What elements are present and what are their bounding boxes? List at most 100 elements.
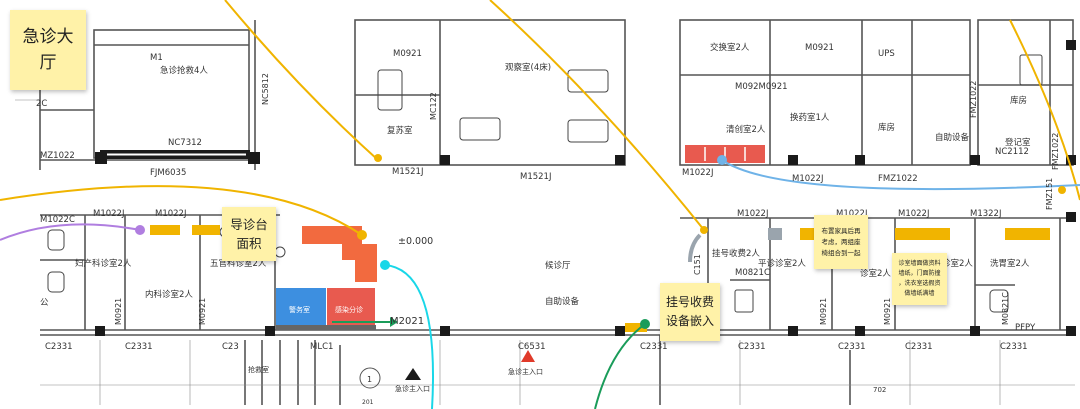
endpoint-dot bbox=[380, 260, 390, 270]
room-label: 抢救室 bbox=[248, 365, 269, 374]
window-label: C2331 bbox=[905, 342, 933, 352]
window-label: C6531 bbox=[518, 342, 546, 352]
yellow-markers bbox=[150, 225, 1050, 332]
toilet-icon bbox=[47, 271, 65, 293]
door-label: M0921 bbox=[393, 49, 422, 59]
room-label: 换药室1人 bbox=[790, 112, 830, 123]
column bbox=[788, 155, 798, 165]
path-endpoints bbox=[135, 154, 1066, 329]
sticky-note-registration[interactable]: 挂号收费 设备嵌入 bbox=[660, 283, 720, 341]
room-label: 候诊厅 bbox=[545, 260, 571, 271]
bed-icon bbox=[567, 119, 609, 143]
door-label: M1022J bbox=[898, 209, 929, 219]
window-label: C2331 bbox=[1000, 342, 1028, 352]
police-room bbox=[276, 288, 326, 328]
door-label: M1022J bbox=[737, 209, 768, 219]
column bbox=[1066, 40, 1076, 50]
door-label: FMZ151 bbox=[1045, 178, 1054, 210]
column bbox=[95, 152, 107, 164]
column bbox=[440, 326, 450, 336]
door-label: M1521J bbox=[392, 167, 423, 177]
note-line: ，洗衣室选假资 bbox=[898, 280, 941, 287]
door-label: FMZ1022 bbox=[969, 81, 978, 118]
column bbox=[1066, 155, 1076, 165]
door-label: M092M0921 bbox=[735, 82, 788, 92]
note-line: 面积 bbox=[236, 236, 262, 251]
right-top-block bbox=[679, 19, 971, 166]
window-label: C2331 bbox=[640, 342, 668, 352]
window-label: C2331 bbox=[738, 342, 766, 352]
room-label: 清创室2人 bbox=[726, 124, 766, 135]
endpoint-dot bbox=[717, 155, 727, 165]
room-label: 登记室 bbox=[1005, 137, 1031, 148]
sink-icon bbox=[274, 246, 286, 258]
column bbox=[615, 326, 625, 336]
note-line: 急诊大 bbox=[22, 27, 74, 47]
column bbox=[970, 155, 980, 165]
room-label: 自助设备 bbox=[935, 132, 970, 143]
column bbox=[855, 155, 865, 165]
endpoint-dot bbox=[700, 226, 708, 234]
bed-icon bbox=[459, 117, 501, 141]
door-label: M0921 bbox=[198, 298, 207, 325]
grid-lines bbox=[15, 99, 1075, 405]
door-label: M1022J bbox=[155, 209, 186, 219]
column bbox=[1066, 212, 1076, 222]
note-text: 急诊大 厅 bbox=[23, 24, 74, 76]
door-marker bbox=[625, 323, 647, 332]
door-marker bbox=[192, 225, 220, 235]
window-label: C2331 bbox=[45, 342, 73, 352]
room-label: 公 bbox=[40, 298, 49, 308]
room-label: 交换室2人 bbox=[710, 42, 750, 53]
door-label: M1022J bbox=[682, 168, 713, 178]
door-label: M0821C bbox=[735, 268, 770, 278]
plan-labels: 急诊抢救4人 M1 NC5812 NC7312 FJM6035 MZ1022 2… bbox=[36, 42, 1060, 406]
note-text: 挂号收费 设备嵌入 bbox=[666, 293, 714, 331]
grid-circle-marker bbox=[359, 367, 381, 389]
room-label: 洗胃室2人 bbox=[990, 258, 1030, 269]
note-text: 布置家具后再 考虑，两组座 椅组合到一起 bbox=[822, 226, 861, 259]
bed-icon bbox=[377, 69, 403, 111]
sticky-note-wall-finish[interactable]: 诊室墙面做资料 墙纸，门面防撞 ，洗衣室选假资 做墙纸满墙 bbox=[892, 253, 947, 305]
column bbox=[265, 326, 275, 336]
axis-label: 2C bbox=[36, 99, 47, 109]
entrance-label: 急诊主入口 bbox=[508, 367, 543, 376]
axis-label: 702 bbox=[873, 386, 886, 394]
room-label: 观察室(4床) bbox=[505, 62, 551, 73]
door-label: M1022J bbox=[93, 209, 124, 219]
gray-bar bbox=[768, 228, 782, 240]
door-label: MZ1022 bbox=[40, 151, 75, 161]
observation-room-outline bbox=[354, 19, 626, 166]
window-label: C2331 bbox=[125, 342, 153, 352]
room-label: 诊室2人 bbox=[860, 268, 891, 279]
elevation-label: ±0.000 bbox=[398, 236, 433, 247]
entrance-triangle-icon bbox=[521, 350, 535, 362]
door-label: M2021 bbox=[390, 316, 424, 327]
room-label: 库房 bbox=[878, 122, 895, 133]
counter-strip bbox=[276, 325, 376, 330]
yellow-flow-path-1 bbox=[224, 0, 379, 161]
room-label: 警务室 bbox=[289, 305, 310, 314]
note-line: 导诊台 bbox=[230, 217, 268, 232]
column bbox=[615, 155, 625, 165]
sticky-note-furniture[interactable]: 布置家具后再 考虑，两组座 椅组合到一起 bbox=[814, 215, 868, 269]
note-line: 厅 bbox=[39, 53, 57, 73]
door-label: M1022C bbox=[40, 215, 75, 225]
room-label: 挂号收费2人 bbox=[712, 248, 760, 259]
door-label: FMZ1022 bbox=[1051, 133, 1060, 170]
room-label: UPS bbox=[878, 49, 895, 59]
window-label: NC7312 bbox=[168, 138, 202, 148]
endpoint-dot bbox=[374, 154, 382, 162]
room-label: 内科诊室2人 bbox=[145, 289, 193, 300]
entrance-triangle-left-icon bbox=[405, 368, 421, 380]
window-label: C151 bbox=[693, 254, 702, 275]
bed-icon bbox=[567, 69, 609, 93]
axis-label: 201 bbox=[362, 399, 374, 406]
door-marker bbox=[1005, 228, 1050, 240]
endpoint-dot bbox=[640, 319, 650, 329]
right-top-block-2 bbox=[977, 19, 1074, 166]
sticky-note-emergency-hall[interactable]: 急诊大 厅 bbox=[10, 10, 86, 90]
sticky-note-triage-desk[interactable]: 导诊台 面积 bbox=[222, 207, 276, 261]
column bbox=[970, 326, 980, 336]
